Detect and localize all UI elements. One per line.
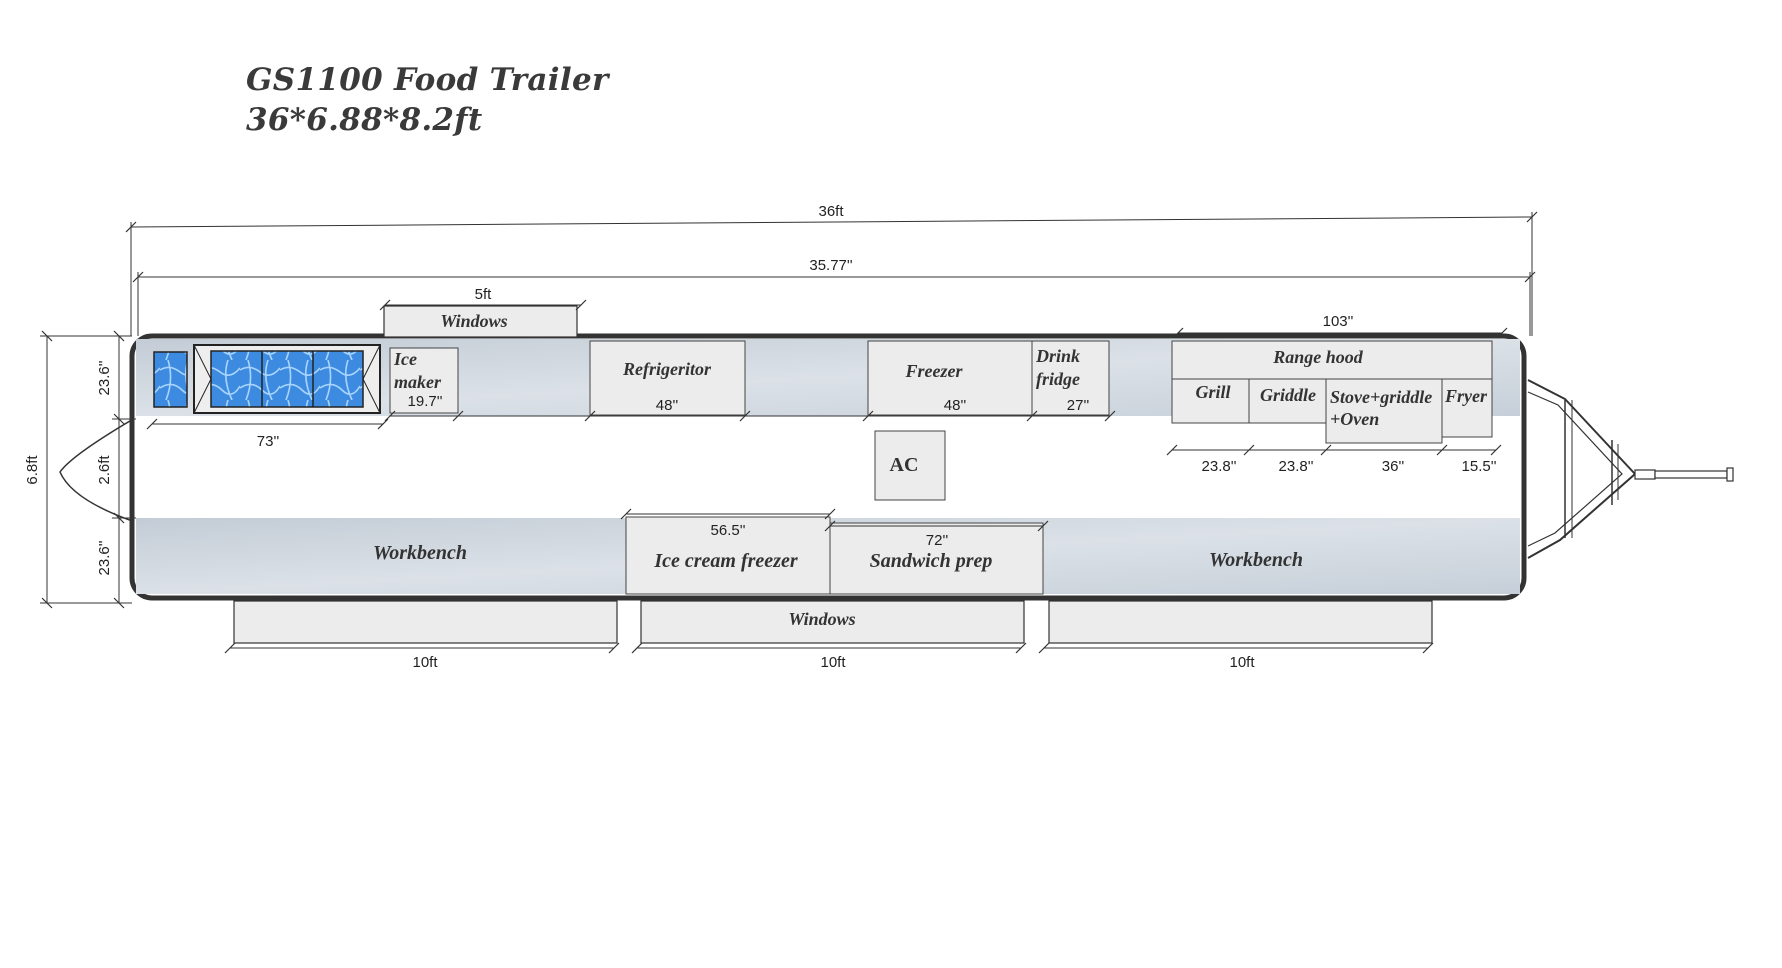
hand-sink (153, 351, 188, 408)
sandwich-prep-dim: 72'' (926, 532, 949, 549)
bottom-window-right (1048, 600, 1433, 644)
ac-unit (874, 430, 946, 501)
stove-label-2: +Oven (1330, 409, 1379, 429)
diagram-title: GS1100 Food Trailer (246, 62, 609, 98)
dimension-lines (40, 211, 1538, 654)
drink-fridge-label-2: fridge (1036, 369, 1080, 389)
grill-dim: 23.8'' (1202, 458, 1237, 475)
trailer-hitch (1527, 379, 1734, 559)
top-window (383, 305, 578, 338)
sandwich-prep (829, 522, 1044, 595)
ice-cream-freezer (625, 516, 831, 595)
stove-griddle-oven (1325, 378, 1443, 444)
ice-cream-freezer-label: Ice cream freezer (653, 550, 797, 572)
window-center-dim: 10ft (820, 654, 846, 671)
stove-dim: 36'' (1382, 458, 1405, 475)
overall-width-dim: 6.8ft (24, 455, 41, 485)
range-hood (1171, 340, 1493, 380)
refrigerator (589, 340, 746, 416)
interior-length-dim: 35.77'' (809, 257, 852, 274)
freezer-label: Freezer (905, 361, 964, 381)
refrigerator-dim: 48'' (656, 397, 679, 414)
window-right-dim: 10ft (1229, 654, 1255, 671)
fryer-label: Fryer (1444, 386, 1488, 406)
overall-length-dim: 36ft (818, 203, 844, 220)
triple-sink (193, 344, 381, 414)
top-window-label: Windows (440, 311, 507, 331)
range-hood-label: Range hood (1272, 347, 1364, 367)
drink-fridge-label-1: Drink (1035, 346, 1080, 366)
counter-depth-top-dim: 23.6'' (96, 360, 113, 395)
bottom-window-label: Windows (788, 609, 855, 629)
drink-fridge (1031, 340, 1110, 416)
ac-label: AC (890, 454, 919, 476)
refrigerator-label: Refrigeritor (622, 359, 712, 379)
ice-maker-label-2: maker (394, 372, 442, 392)
fryer (1441, 378, 1493, 438)
grill-label: Grill (1195, 382, 1230, 402)
griddle-label: Griddle (1260, 385, 1316, 405)
window-left-dim: 10ft (412, 654, 438, 671)
ice-maker-dim: 19.7'' (408, 393, 443, 410)
trailer-nose (59, 417, 136, 523)
drink-fridge-dim: 27'' (1067, 397, 1090, 414)
fryer-dim: 15.5'' (1462, 458, 1497, 475)
freezer-dim: 48'' (944, 397, 967, 414)
griddle-dim: 23.8'' (1279, 458, 1314, 475)
griddle (1248, 378, 1327, 424)
ice-maker (389, 347, 459, 414)
ice-maker-label-1: Ice (393, 349, 417, 369)
bottom-window-left (233, 600, 618, 644)
aisle-width-dim: 2.6ft (96, 455, 113, 485)
bottom-window-center (640, 600, 1025, 644)
sink-dim: 73'' (257, 433, 280, 450)
freezer (867, 340, 1033, 416)
top-window-dim: 5ft (475, 286, 493, 303)
grill (1171, 378, 1250, 424)
workbench-left-label: Workbench (373, 542, 467, 564)
ice-cream-freezer-dim: 56.5'' (711, 522, 746, 539)
diagram-subtitle: 36*6.88*8.2ft (246, 102, 483, 138)
stove-label-1: Stove+griddle (1330, 387, 1432, 407)
workbench-right-label: Workbench (1209, 549, 1303, 571)
range-hood-dim: 103'' (1323, 313, 1354, 330)
sandwich-prep-label: Sandwich prep (870, 550, 993, 572)
counter-depth-bottom-dim: 23.6'' (96, 540, 113, 575)
